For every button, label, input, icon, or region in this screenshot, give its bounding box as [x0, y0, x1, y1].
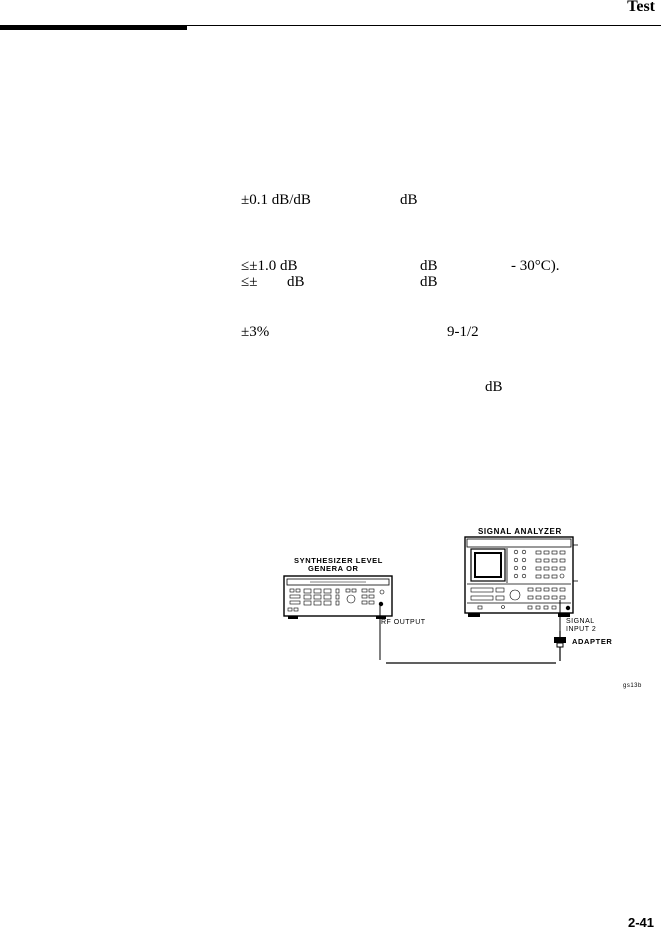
test-cable: [379, 600, 561, 664]
signal-input-label-line2: INPUT 2: [566, 626, 597, 633]
spec-line-1b: dB: [400, 192, 418, 208]
spec-line-4b: 9-1/2: [447, 324, 479, 340]
spec-line-2c: - 30°C).: [511, 258, 560, 274]
spec-line-3b: dB: [287, 274, 305, 290]
signal-input-label-line1: SIGNAL: [566, 618, 595, 625]
spec-line-4a: ±3%: [241, 324, 270, 340]
spec-line-3a: ≤±: [241, 274, 258, 290]
section-title: Test: [627, 0, 655, 15]
synthesizer-label-line2: GENERA OR: [308, 564, 359, 573]
synthesizer-label-line1: SYNTHESIZER LEVEL: [294, 556, 383, 565]
spec-line-2b: dB: [420, 258, 438, 274]
page-number: 2-41: [627, 915, 654, 930]
spec-line-3c: dB: [420, 274, 438, 290]
header-thick-bar: [0, 25, 187, 30]
spec-line-1a: ±0.1 dB/dB: [241, 192, 311, 208]
spec-line-2a: ≤±1.0 dB: [241, 258, 298, 274]
spec-line-5a: dB: [485, 379, 503, 395]
synthesizer-level-generator-instrument: [283, 575, 393, 619]
figure-code: gs13b: [623, 683, 642, 689]
signal-analyzer-instrument: [464, 536, 578, 617]
header-rule: [0, 25, 661, 26]
adapter-label: ADAPTER: [572, 637, 613, 646]
signal-analyzer-label: SIGNAL ANALYZER: [478, 527, 562, 536]
rf-output-label: RF OUTPUT: [381, 619, 426, 626]
adapter-icon: [554, 631, 566, 661]
